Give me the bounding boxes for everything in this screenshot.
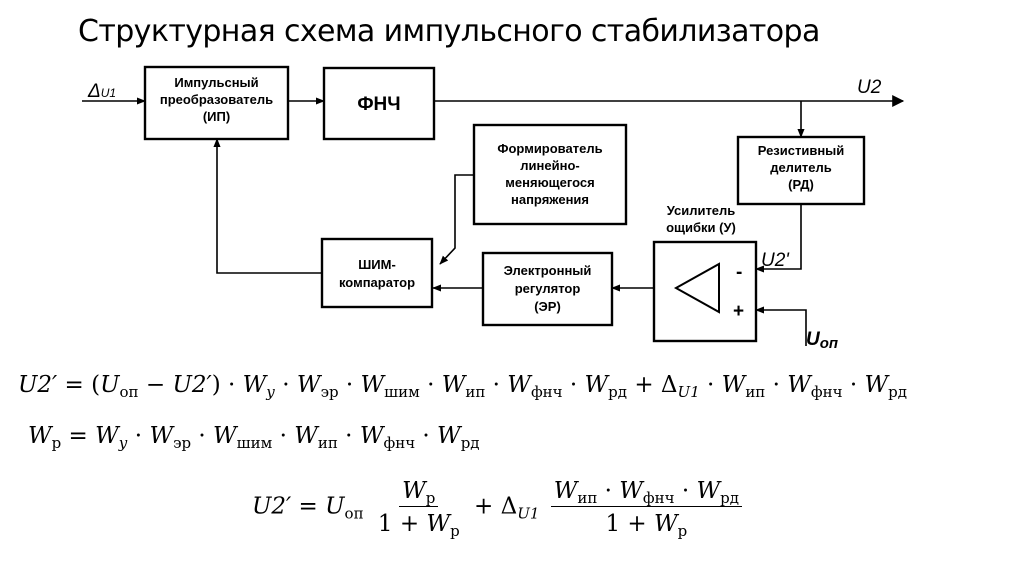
block-rd-line-3: (РД) <box>788 177 814 192</box>
block-ip-line-3: (ИП) <box>203 109 230 124</box>
equation-2: Wр = Wу · Wэр · Wшим · Wип · Wфнч · Wрд <box>28 423 480 452</box>
block-fnch: ФНЧ <box>322 66 436 141</box>
block-ip-line-2: преобразователь <box>160 92 273 107</box>
block-formirovatel-line-1: Формирователь <box>497 141 602 156</box>
equation-1: U2′ = (Uоп − U2′) · Wу · Wэр · Wшим · Wи… <box>18 372 907 401</box>
feedback-signal-label: U2' <box>761 250 790 271</box>
block-ip: Импульсный преобразователь (ИП) <box>143 65 290 141</box>
block-rd-line-1: Резистивный <box>758 143 845 158</box>
amplifier-minus: - <box>736 262 742 283</box>
ref-to-amp-line <box>755 306 807 346</box>
block-amplifier: Усилитель ощибки (У) - + <box>652 203 758 343</box>
shim-to-ip-line <box>213 138 322 274</box>
block-er-line-3: (ЭР) <box>534 299 561 314</box>
block-ip-line-1: Импульсный <box>174 75 258 90</box>
connection-lines <box>82 95 905 346</box>
input-signal-label: ΔU1 <box>87 81 116 102</box>
block-formirovatel-line-2: линейно- <box>520 158 579 173</box>
amplifier-plus: + <box>733 301 744 322</box>
block-er-line-1: Электронный <box>504 263 592 278</box>
block-rd: Резистивный делитель (РД) <box>736 135 866 206</box>
fraction-1: Wр 1 + Wр <box>377 478 460 540</box>
block-er: Электронный регулятор (ЭР) <box>481 251 614 327</box>
equation-3: U2′ = Uоп Wр 1 + Wр + ΔU1 Wип · Wфнч · W… <box>252 478 746 540</box>
block-formirovatel: Формирователь линейно- меняющегося напря… <box>472 123 628 226</box>
block-shim-line-1: ШИМ- <box>358 257 396 272</box>
block-formirovatel-line-4: напряжения <box>511 192 589 207</box>
block-fnch-label: ФНЧ <box>357 94 400 115</box>
block-shim-line-2: компаратор <box>339 275 415 290</box>
page-title: Структурная схема импульсного стабилизат… <box>78 14 820 49</box>
block-er-line-2: регулятор <box>515 281 581 296</box>
signal-labels: ΔU1 U2 U2' Uоп <box>87 77 882 352</box>
block-rd-line-2: делитель <box>770 160 832 175</box>
rd-to-amp-line <box>755 204 802 273</box>
formirovatel-to-shim-line <box>439 174 474 265</box>
reference-signal-label: Uоп <box>806 329 838 352</box>
block-formirovatel-line-3: меняющегося <box>505 175 594 190</box>
amplifier-triangle-icon <box>673 262 720 314</box>
amplifier-label-line-2: ощибки (У) <box>666 220 736 235</box>
fraction-2: Wип · Wфнч · Wрд 1 + Wр <box>550 478 742 539</box>
block-shim: ШИМ- компаратор <box>320 237 434 309</box>
output-signal-label: U2 <box>857 77 882 98</box>
amplifier-label-line-1: Усилитель <box>667 203 736 218</box>
